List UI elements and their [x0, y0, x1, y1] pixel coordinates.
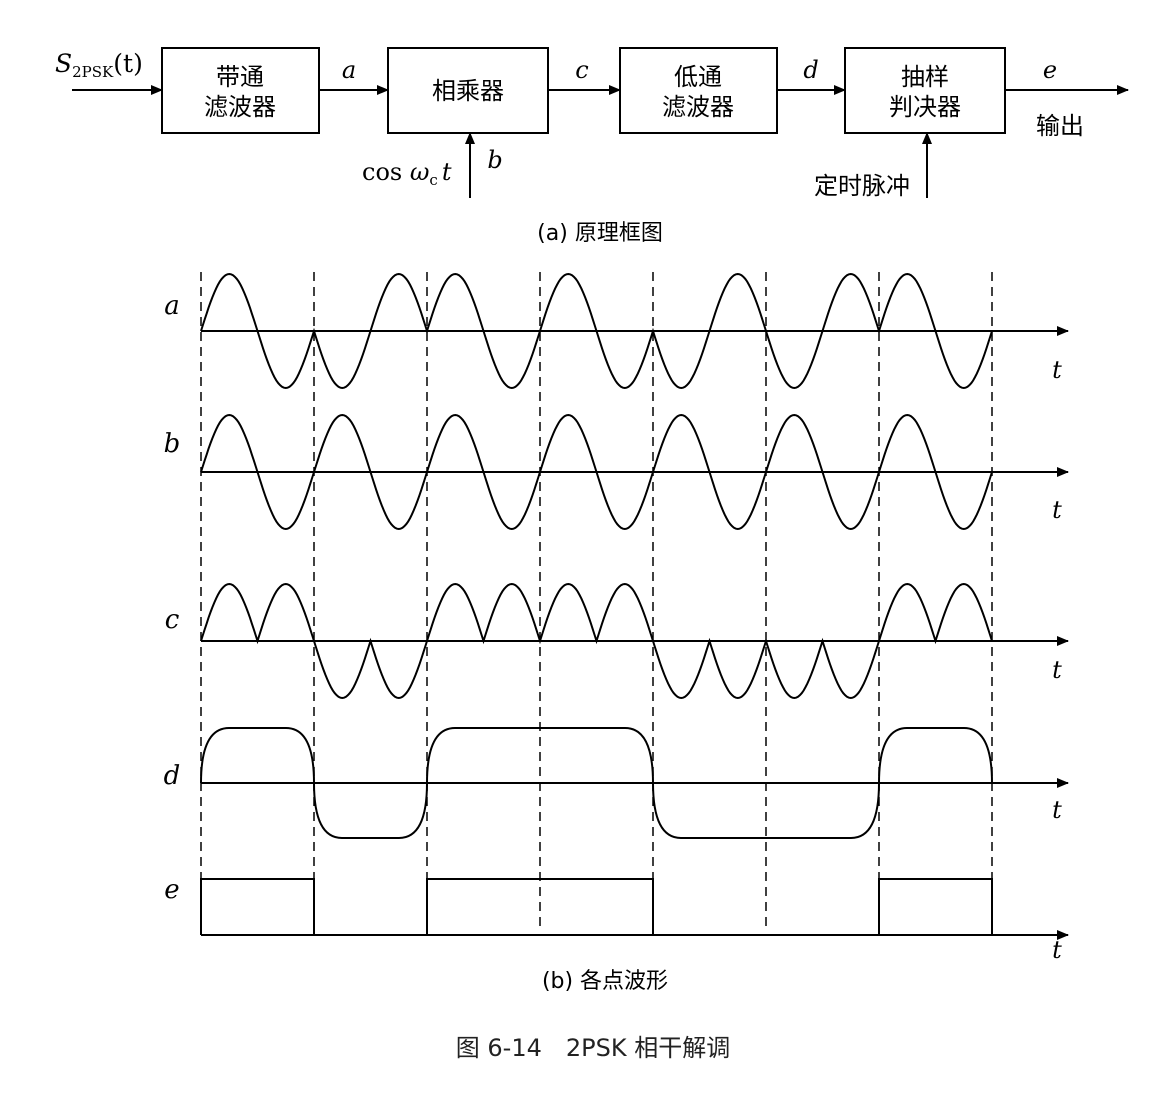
t-label-d: t	[1052, 796, 1062, 824]
label-d-top: d	[803, 56, 818, 84]
t-label-a: t	[1052, 356, 1062, 384]
waveforms	[200, 272, 993, 936]
row-label-c: c	[165, 605, 180, 635]
row-label-e: e	[164, 875, 179, 905]
input-signal-label: S2PSK(t)	[55, 49, 143, 81]
row-label-b: b	[164, 429, 181, 459]
label-a-top: a	[342, 56, 356, 84]
waveform-e	[200, 878, 993, 936]
block-3-line2: 滤波器	[662, 93, 734, 121]
row-label-a: a	[164, 291, 180, 321]
label-e-top: e	[1043, 56, 1057, 84]
block-4-line2: 判决器	[889, 93, 961, 121]
block-2-line1: 相乘器	[432, 77, 504, 105]
waveform-d	[200, 727, 993, 839]
block-4-line1: 抽样	[901, 63, 949, 91]
block-3-line1: 低通	[674, 63, 722, 91]
t-label-b: t	[1052, 496, 1062, 524]
output-label: 输出	[1036, 112, 1084, 140]
caption-b: (b) 各点波形	[542, 969, 668, 994]
caption-a: (a) 原理框图	[537, 221, 663, 246]
bit-boundaries	[200, 272, 993, 932]
label-c-top: c	[575, 56, 588, 84]
t-label-e: t	[1052, 936, 1062, 964]
block-1-line1: 带通	[216, 63, 264, 91]
figure-caption: 图 6-14 2PSK 相干解调	[456, 1034, 730, 1062]
waveform-b	[200, 413, 993, 531]
waveform-c	[200, 582, 993, 700]
label-b-top: b	[487, 146, 502, 174]
waveform-a	[200, 272, 993, 390]
block-1-line2: 滤波器	[204, 93, 276, 121]
block-diagram	[72, 47, 1129, 198]
t-label-c: t	[1052, 656, 1062, 684]
row-label-d: d	[164, 761, 181, 791]
timing-pulse-label: 定时脉冲	[814, 172, 910, 200]
